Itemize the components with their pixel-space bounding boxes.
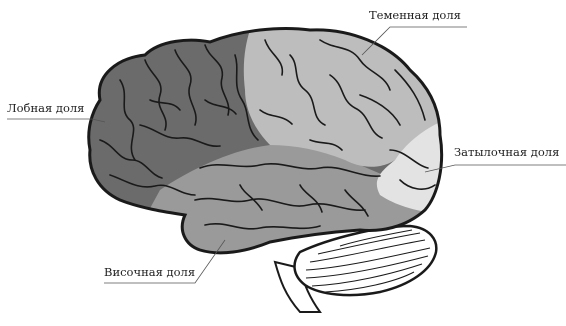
leader-line-occipital (425, 165, 566, 172)
label-temporal-lobe: Височная доля (104, 267, 195, 279)
cerebellum (295, 226, 437, 295)
label-frontal-lobe: Лобная доля (7, 103, 84, 115)
label-occipital-lobe: Затылочная доля (454, 147, 559, 159)
label-parietal-lobe: Теменная доля (369, 10, 461, 22)
